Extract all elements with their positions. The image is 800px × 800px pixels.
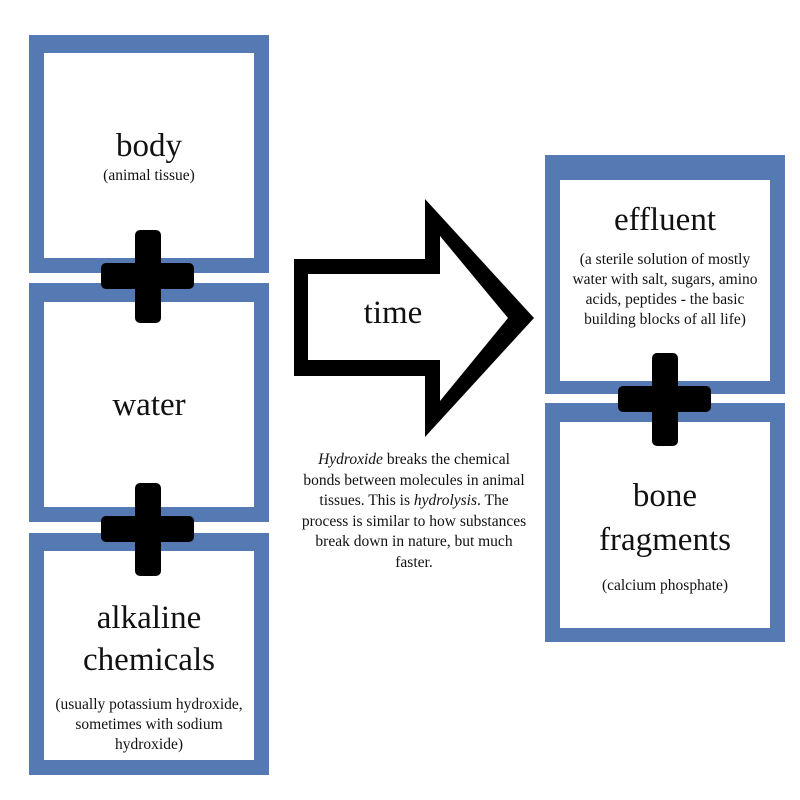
box-title: body [116,127,182,164]
input-box-body: body (animal tissue) [29,35,269,273]
hydroxide-term: Hydroxide [318,451,383,468]
box-subtitle: (animal tissue) [103,166,195,184]
box-subtitle: (a sterile solution of mostly water with… [572,251,758,328]
box-subtitle: (usually potassium hydroxide, sometimes … [55,695,243,753]
plus-icon [101,483,194,576]
hydrolysis-term: hydrolysis [413,492,478,509]
arrow-label: time [363,295,423,331]
box-title: alkaline chemicals [83,599,215,678]
explanation-part: breaks the chemical bonds between molecu… [303,451,525,509]
output-box-bone-fragments: bone fragments (calcium phosphate) [545,403,785,642]
plus-icon [101,230,194,323]
explanation-part: . The process is similar to how substanc… [301,492,527,571]
box-title: water [112,386,186,423]
plus-icon [618,353,711,446]
explanation-text: Hydroxide breaks the chemical bonds betw… [300,450,528,573]
box-subtitle: (calcium phosphate) [601,577,729,594]
box-title: bone fragments [599,478,731,558]
input-box-alkaline-chemicals: alkaline chemicals (usually potassium hy… [29,533,269,775]
box-title: effluent [613,202,716,238]
